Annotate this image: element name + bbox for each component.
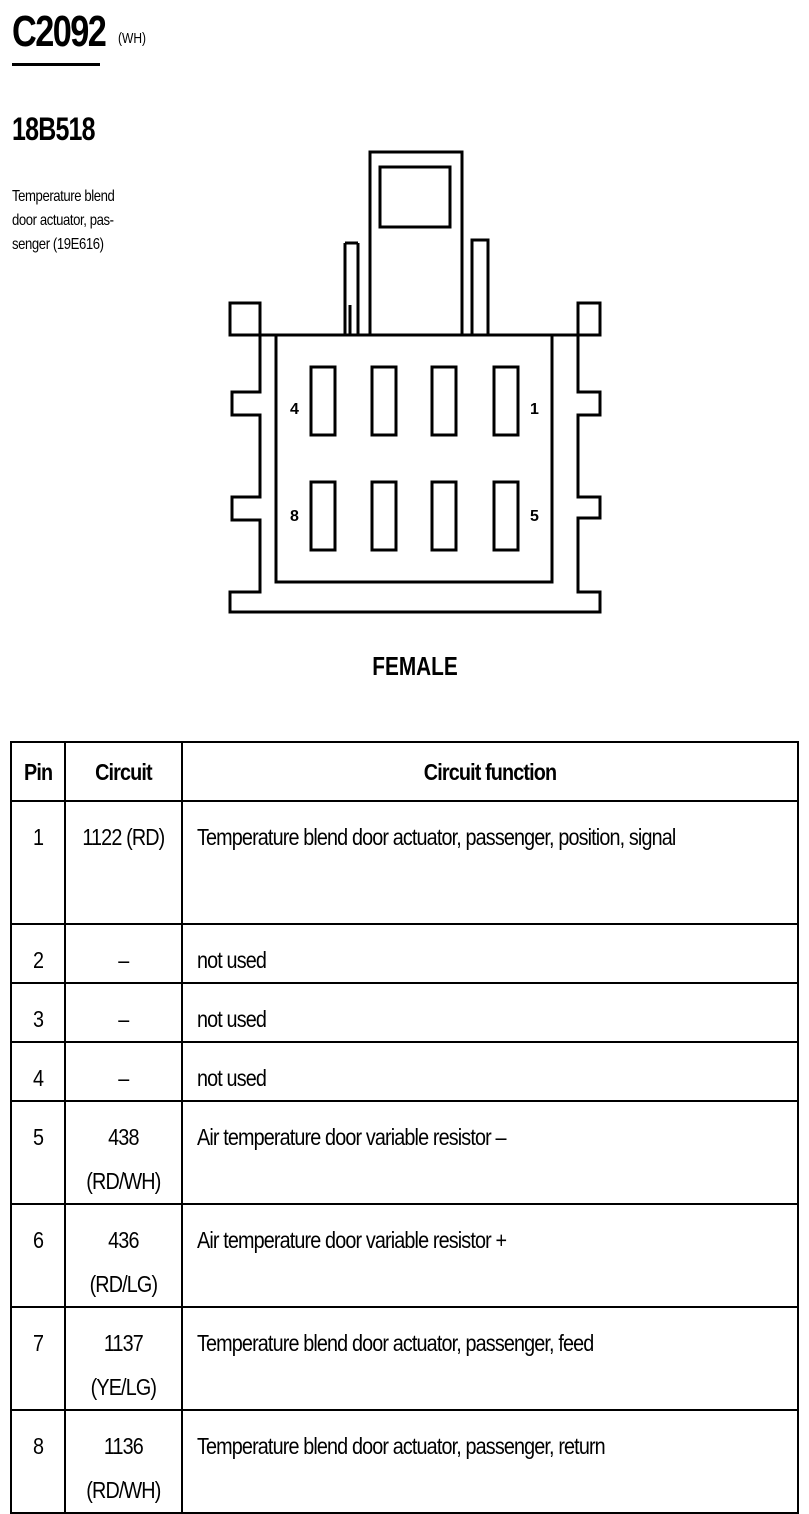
pinout-table: Pin Circuit Circuit function 1 1122 (RD)… bbox=[9, 741, 799, 1514]
locking-tab bbox=[340, 150, 490, 337]
diagram-label: FEMALE bbox=[372, 651, 458, 681]
cell-circuit: 1122 (RD) bbox=[64, 800, 183, 925]
pin-cavity-8 bbox=[309, 480, 337, 552]
part-number: 18B518 bbox=[12, 111, 96, 147]
table-row: 7 1137 (YE/LG) Temperature blend door ac… bbox=[9, 1306, 799, 1411]
cell-function: Temperature blend door actuator, passeng… bbox=[181, 1409, 799, 1514]
cell-circuit: 438 (RD/WH) bbox=[64, 1100, 183, 1205]
pin-cavity-1 bbox=[492, 365, 520, 437]
connector-id: C2092 bbox=[12, 7, 107, 56]
table-row: 3 – not used bbox=[9, 982, 799, 1043]
pin-cavity-3 bbox=[370, 365, 398, 437]
connector-color: (WH) bbox=[118, 30, 146, 47]
cell-pin: 6 bbox=[9, 1203, 67, 1308]
table-row: 1 1122 (RD) Temperature blend door actua… bbox=[9, 800, 799, 925]
cell-circuit: 436 (RD/LG) bbox=[64, 1203, 183, 1308]
pin-label-1: 1 bbox=[530, 401, 539, 418]
pin-cavity-5 bbox=[492, 480, 520, 552]
header-circuit-function: Circuit function bbox=[181, 741, 799, 802]
cell-function: Temperature blend door actuator, passeng… bbox=[181, 1306, 799, 1411]
connector-face-diagram: 4 1 8 5 bbox=[228, 150, 602, 614]
cell-circuit: 1137 (YE/LG) bbox=[64, 1306, 183, 1411]
pin-cavity-4 bbox=[309, 365, 337, 437]
cell-function: Air temperature door variable resistor + bbox=[181, 1203, 799, 1308]
cell-pin: 8 bbox=[9, 1409, 67, 1514]
pin-label-8: 8 bbox=[290, 508, 299, 525]
cell-pin: 5 bbox=[9, 1100, 67, 1205]
cell-circuit: – bbox=[64, 923, 183, 984]
table-row: 2 – not used bbox=[9, 923, 799, 984]
cell-circuit: – bbox=[64, 982, 183, 1043]
header-pin: Pin bbox=[9, 741, 67, 802]
table-row: 4 – not used bbox=[9, 1041, 799, 1102]
cell-pin: 2 bbox=[9, 923, 67, 984]
connector-description: Temperature blend door actuator, pas- se… bbox=[12, 188, 115, 253]
pin-label-5: 5 bbox=[530, 508, 539, 525]
cell-pin: 4 bbox=[9, 1041, 67, 1102]
table-row: 6 436 (RD/LG) Air temperature door varia… bbox=[9, 1203, 799, 1308]
table-row: 8 1136 (RD/WH) Temperature blend door ac… bbox=[9, 1409, 799, 1514]
header-circuit: Circuit bbox=[64, 741, 183, 802]
pin-cavity-6 bbox=[430, 480, 458, 552]
pin-cavity-2 bbox=[430, 365, 458, 437]
title-underline bbox=[12, 63, 100, 66]
cell-function: not used bbox=[181, 923, 799, 984]
cell-function: Air temperature door variable resistor – bbox=[181, 1100, 799, 1205]
cell-circuit: 1136 (RD/WH) bbox=[64, 1409, 183, 1514]
cell-pin: 1 bbox=[9, 800, 67, 925]
cell-pin: 3 bbox=[9, 982, 67, 1043]
cell-circuit: – bbox=[64, 1041, 183, 1102]
connector-outer-housing bbox=[228, 301, 602, 614]
cell-function: not used bbox=[181, 1041, 799, 1102]
table-row: 5 438 (RD/WH) Air temperature door varia… bbox=[9, 1100, 799, 1205]
cell-pin: 7 bbox=[9, 1306, 67, 1411]
connector-inner-cavity bbox=[274, 333, 554, 584]
pin-label-4: 4 bbox=[290, 401, 299, 418]
cell-function: not used bbox=[181, 982, 799, 1043]
cell-function: Temperature blend door actuator, passeng… bbox=[181, 800, 799, 925]
table-header-row: Pin Circuit Circuit function bbox=[9, 741, 799, 802]
locking-tab-window bbox=[378, 165, 452, 229]
pin-cavity-7 bbox=[370, 480, 398, 552]
